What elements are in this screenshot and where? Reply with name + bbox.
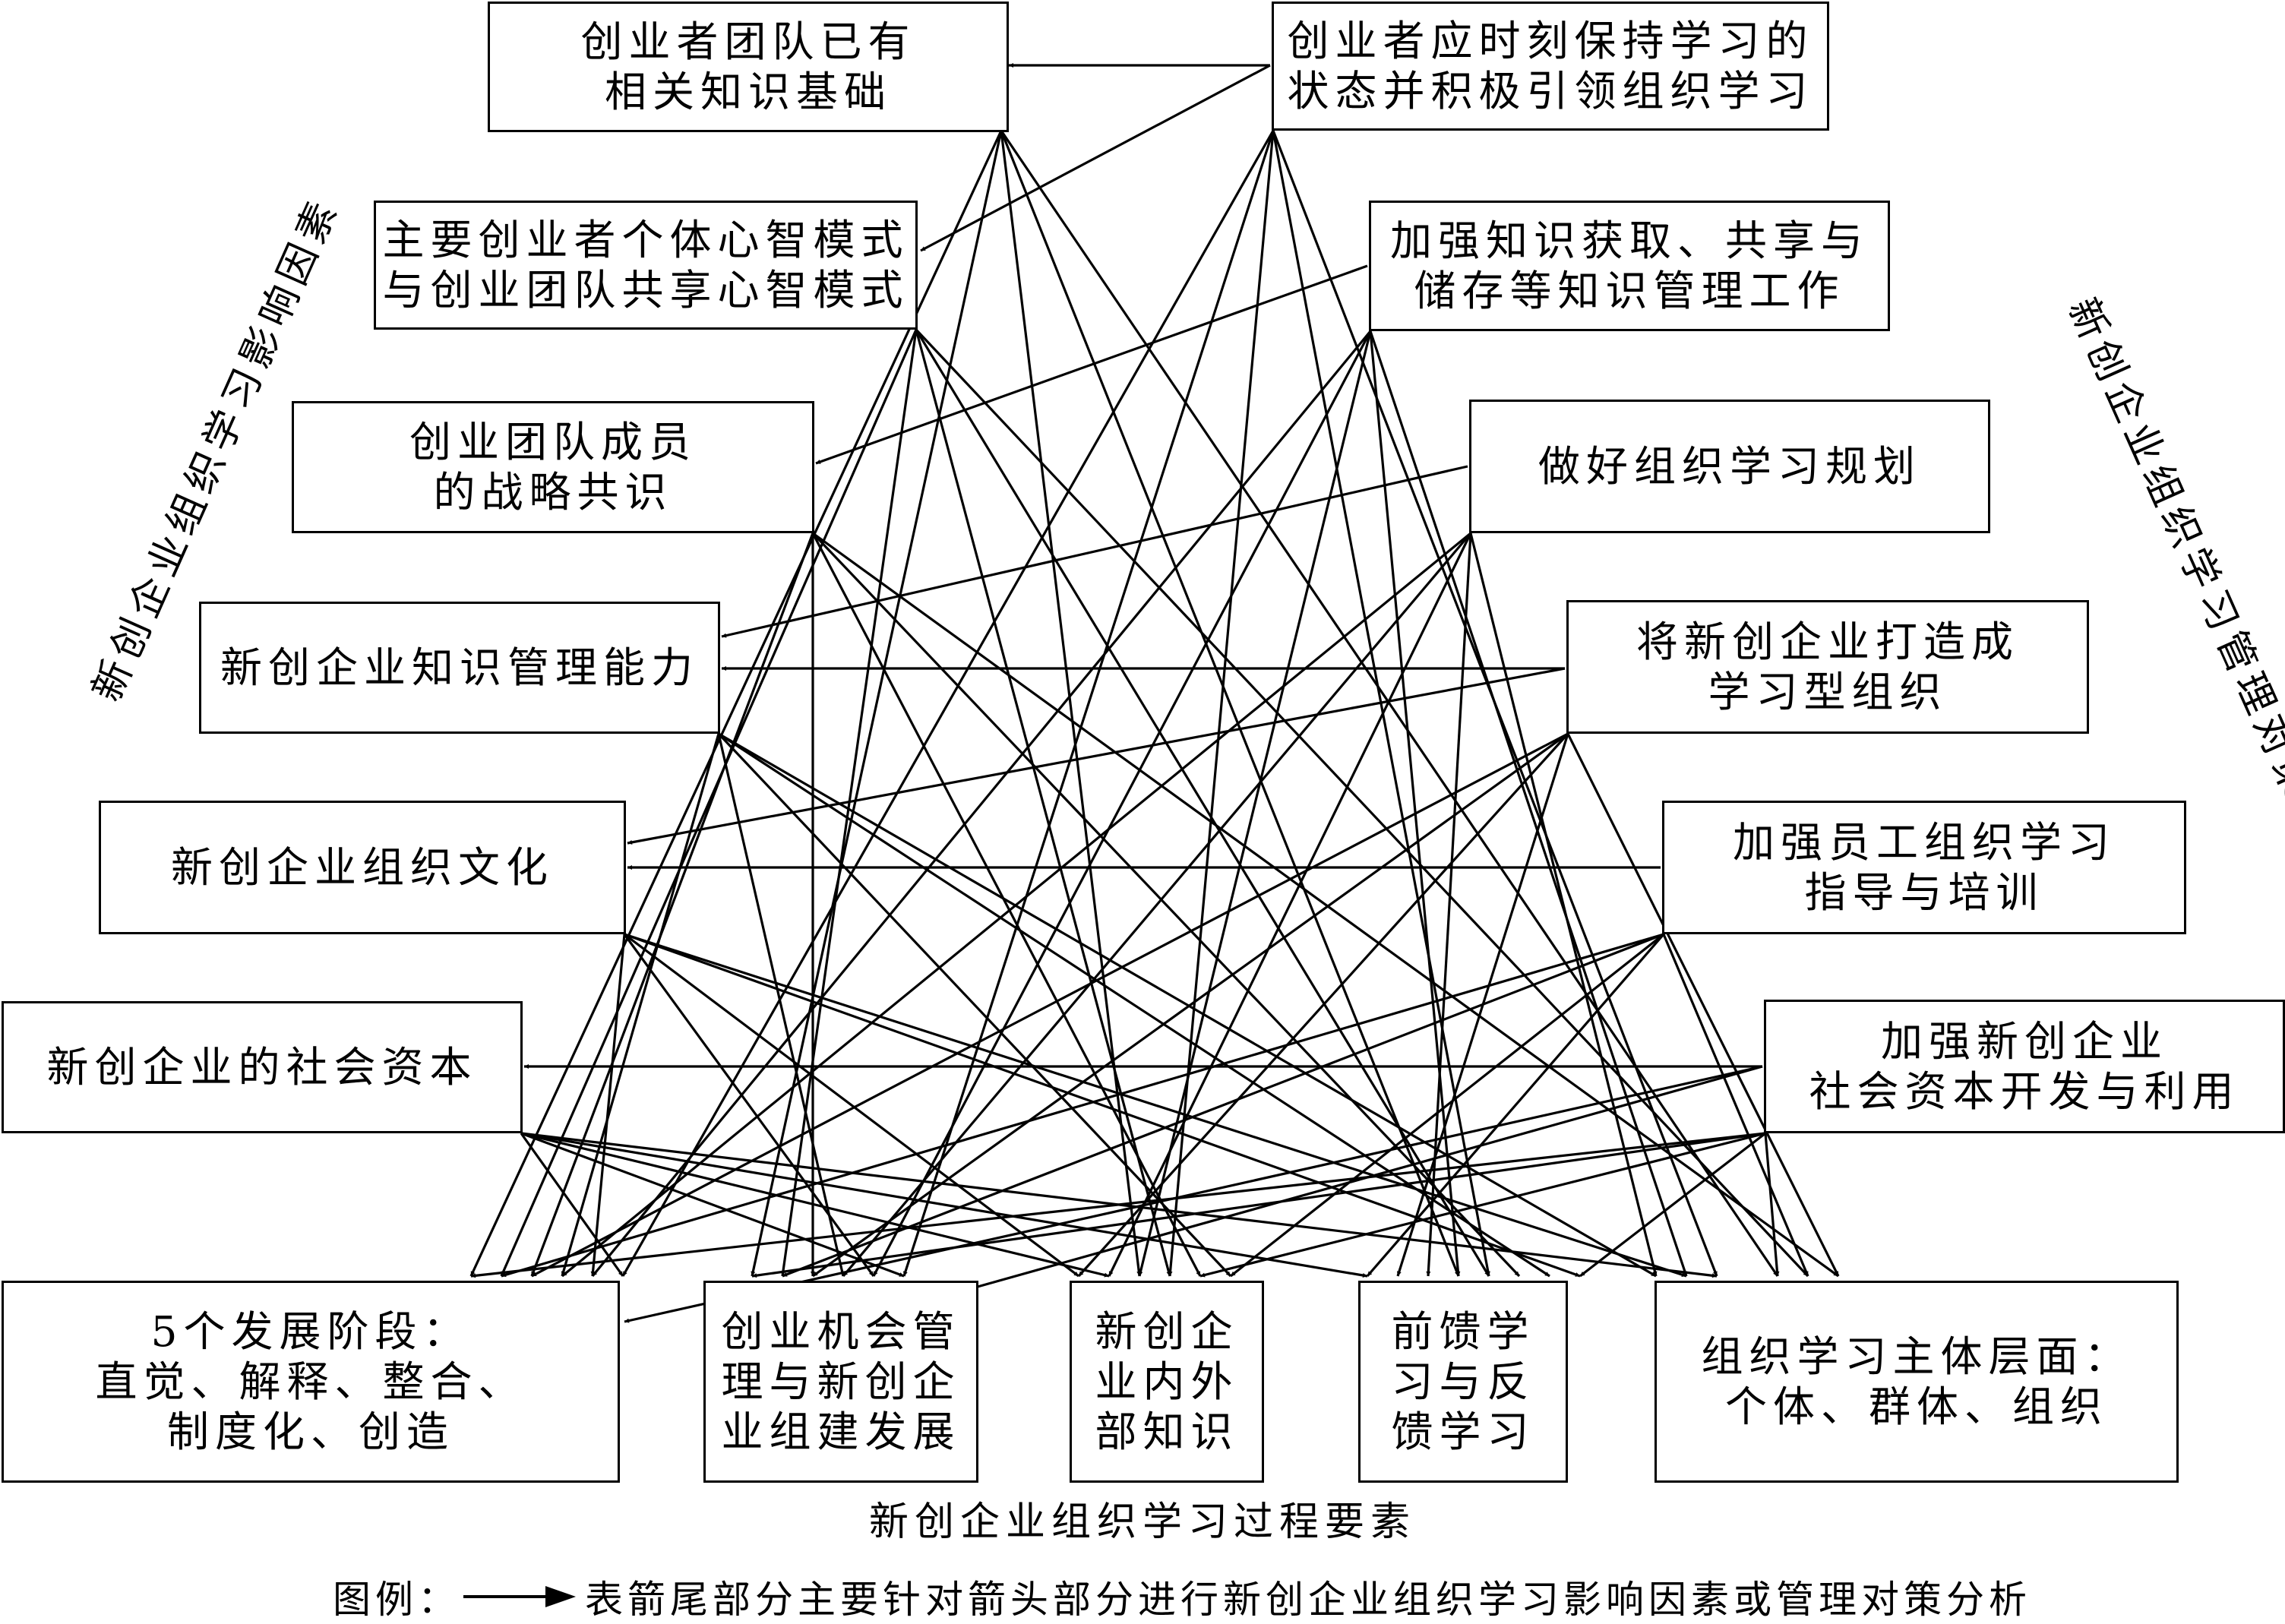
factor-knowledge-management-label: 新创企业知识管理能力 <box>220 643 699 692</box>
factor-edge-13 <box>811 532 1521 1278</box>
cross-edge-2 <box>815 264 1368 465</box>
factor-organizational-culture-label: 新创企业组织文化 <box>170 843 554 892</box>
factor-edge-21 <box>623 934 875 1277</box>
strategy-edge-6 <box>872 330 1372 1277</box>
legend: 图例： 表箭尾部分主要针对箭头部分进行新创企业组织学习影响因素或管理对策分析 <box>333 1572 2031 1622</box>
strategy-leader-learning-label: 创业者应时刻保持学习的 状态并积极引领组织学习 <box>1287 17 1814 115</box>
factor-edge-26 <box>520 1132 905 1278</box>
factor-mental-models-label: 主要创业者个体心智模式 与创业团队共享心智模式 <box>382 216 909 314</box>
strategy-edge-27 <box>1199 1132 1766 1278</box>
factor-edge-2 <box>1000 130 1142 1277</box>
factor-edge-8 <box>915 329 1490 1277</box>
process-feedforward-feedback: 前馈学 习与反 馈学习 <box>1358 1281 1568 1483</box>
factor-edge-3 <box>1000 130 1460 1277</box>
legend-prefix: 图例： <box>333 1578 460 1622</box>
strategy-edge-28 <box>1579 1132 1766 1278</box>
factor-edge-20 <box>590 934 626 1277</box>
strategy-edge-10 <box>561 532 1472 1278</box>
factor-knowledge-base: 创业者团队已有 相关知识基础 <box>488 2 1009 132</box>
strategy-leader-learning: 创业者应时刻保持学习的 状态并积极引领组织学习 <box>1272 2 1829 131</box>
strategy-edge-12 <box>1108 532 1472 1277</box>
factor-edge-9 <box>915 328 1809 1278</box>
strategy-edge-15 <box>531 732 1569 1278</box>
strategy-learning-plan: 做好组织学习规划 <box>1469 400 1990 533</box>
legend-arrow-icon <box>463 1586 576 1607</box>
factor-edge-24 <box>624 933 1687 1278</box>
factor-edge-16 <box>717 733 845 1277</box>
factor-edge-22 <box>624 933 1079 1278</box>
factor-mental-models: 主要创业者个体心智模式 与创业团队共享心智模式 <box>374 201 918 330</box>
factor-edge-7 <box>915 329 1171 1277</box>
strategy-edge-13 <box>1426 532 1472 1277</box>
strategy-edge-5 <box>591 330 1372 1278</box>
factor-edge-17 <box>717 732 1232 1278</box>
strategy-social-capital: 加强新创企业 社会资本开发与利用 <box>1764 1000 2285 1133</box>
strategy-edge-7 <box>1138 330 1372 1277</box>
cross-edge-3 <box>721 465 1468 638</box>
factor-edge-18 <box>718 732 1550 1278</box>
cross-edge-5 <box>627 667 1566 845</box>
factor-social-capital-label: 新创企业的社会资本 <box>46 1043 478 1092</box>
factor-edge-25 <box>520 1133 624 1277</box>
strategy-edge-21 <box>782 933 1664 1278</box>
factor-knowledge-base-label: 创业者团队已有 相关知识基础 <box>580 17 916 116</box>
factor-social-capital: 新创企业的社会资本 <box>2 1001 523 1133</box>
strategy-learning-organization-label: 将新创企业打造成 学习型组织 <box>1636 618 2019 716</box>
factor-edge-10 <box>530 532 814 1277</box>
strategy-edge-20 <box>501 933 1664 1278</box>
strategy-edge-8 <box>1369 330 1461 1277</box>
strategy-edge-16 <box>812 732 1569 1278</box>
cross-edge-8 <box>934 1065 1763 1300</box>
strategy-edge-17 <box>1077 732 1569 1278</box>
strategy-knowledge-work: 加强知识获取、共享与 储存等知识管理工作 <box>1369 201 1890 331</box>
factor-edge-28 <box>520 1132 1368 1278</box>
process-feedforward-feedback-label: 前馈学 习与反 馈学习 <box>1391 1307 1535 1456</box>
factor-edge-14 <box>812 532 1839 1278</box>
cross-edge-9 <box>624 1065 1763 1323</box>
factor-organizational-culture: 新创企业组织文化 <box>99 801 626 934</box>
strategy-edge-9 <box>1369 330 1688 1277</box>
factor-knowledge-management: 新创企业知识管理能力 <box>199 602 720 734</box>
factor-edge-27 <box>520 1132 1110 1278</box>
factor-edge-1 <box>751 130 1003 1277</box>
strategy-knowledge-work-label: 加强知识获取、共享与 储存等知识管理工作 <box>1389 216 1869 315</box>
strategy-social-capital-label: 加强新创企业 社会资本开发与利用 <box>1809 1017 2240 1116</box>
factor-strategic-consensus-label: 创业团队成员 的战略共识 <box>409 418 697 517</box>
process-five-stages: 5个发展阶段： 直觉、解释、整合、 制度化、创造 <box>2 1281 620 1483</box>
strategy-edge-0 <box>621 130 1275 1277</box>
legend-text: 表箭尾部分主要针对箭头部分进行新创企业组织学习影响因素或管理对策分析 <box>585 1578 2031 1622</box>
strategy-edge-26 <box>751 1132 1766 1278</box>
process-learning-levels-label: 组织学习主体层面： 个体、群体、组织 <box>1701 1332 2132 1431</box>
factor-edge-19 <box>718 732 1657 1278</box>
process-section-title: 新创企业组织学习过程要素 <box>868 1499 1416 1545</box>
process-opportunity-management-label: 创业机会管 理与新创企 业组建发展 <box>721 1307 961 1456</box>
factor-edge-5 <box>500 329 918 1277</box>
cross-edge-1 <box>920 64 1271 252</box>
strategy-edge-23 <box>1366 933 1665 1278</box>
strategy-learning-organization: 将新创企业打造成 学习型组织 <box>1566 600 2089 734</box>
factor-edge-4 <box>1000 130 1779 1277</box>
strategy-edge-19 <box>1566 733 1840 1277</box>
strategy-edge-24 <box>1662 934 1809 1277</box>
process-five-stages-label: 5个发展阶段： 直觉、解释、整合、 制度化、创造 <box>95 1307 526 1456</box>
strategy-edge-22 <box>1230 933 1664 1278</box>
strategy-staff-training-label: 加强员工组织学习 指导与培训 <box>1732 818 2116 917</box>
process-internal-external-knowledge: 新创企 业内外 部知识 <box>1070 1281 1264 1483</box>
factor-strategic-consensus: 创业团队成员 的战略共识 <box>292 401 814 533</box>
strategy-staff-training: 加强员工组织学习 指导与培训 <box>1662 801 2186 934</box>
strategy-edge-25 <box>470 1132 1766 1278</box>
strategy-edge-29 <box>1764 1133 1780 1277</box>
factor-edge-12 <box>811 532 1202 1277</box>
process-internal-external-knowledge-label: 新创企 业内外 部知识 <box>1095 1307 1239 1456</box>
factor-edge-15 <box>561 733 720 1277</box>
strategy-learning-plan-label: 做好组织学习规划 <box>1538 442 1921 491</box>
strategy-edge-11 <box>842 532 1472 1278</box>
process-learning-levels: 组织学习主体层面： 个体、群体、组织 <box>1654 1281 2179 1483</box>
process-opportunity-management: 创业机会管 理与新创企 业组建发展 <box>703 1281 978 1483</box>
strategy-edge-2 <box>1168 130 1275 1277</box>
